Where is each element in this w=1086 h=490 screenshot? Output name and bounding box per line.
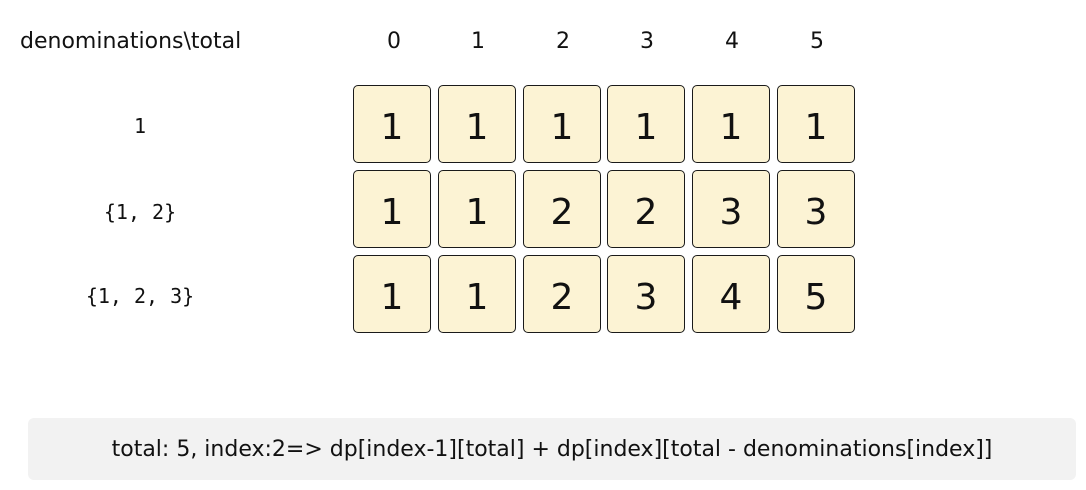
dp-cell: 1 <box>607 85 685 163</box>
dp-cell: 1 <box>692 85 770 163</box>
dp-cell: 5 <box>777 255 855 333</box>
column-header: 1 <box>471 29 485 54</box>
dp-cell: 3 <box>692 170 770 248</box>
dp-cell: 3 <box>607 255 685 333</box>
row-label: 1 <box>133 114 147 138</box>
dp-cell: 2 <box>607 170 685 248</box>
dp-cell: 1 <box>438 255 516 333</box>
column-header: 3 <box>640 29 654 54</box>
corner-label: denominations\total <box>20 29 242 54</box>
column-header: 5 <box>810 29 824 54</box>
column-header: 0 <box>387 29 401 54</box>
dp-cell: 2 <box>523 255 601 333</box>
dp-cell: 1 <box>353 255 431 333</box>
dp-cell: 2 <box>523 170 601 248</box>
dp-cell: 1 <box>777 85 855 163</box>
formula-text: total: 5, index:2=> dp[index-1][total] +… <box>111 436 993 462</box>
dp-cell: 1 <box>438 85 516 163</box>
row-label: {1, 2, 3} <box>85 284 195 308</box>
dp-cell: 1 <box>438 170 516 248</box>
column-header: 2 <box>556 29 570 54</box>
formula-box: total: 5, index:2=> dp[index-1][total] +… <box>28 418 1076 480</box>
dp-cell: 1 <box>353 85 431 163</box>
dp-cell: 4 <box>692 255 770 333</box>
column-header: 4 <box>725 29 739 54</box>
row-label: {1, 2} <box>103 200 177 224</box>
dp-cell: 1 <box>523 85 601 163</box>
dp-cell: 3 <box>777 170 855 248</box>
dp-cell: 1 <box>353 170 431 248</box>
